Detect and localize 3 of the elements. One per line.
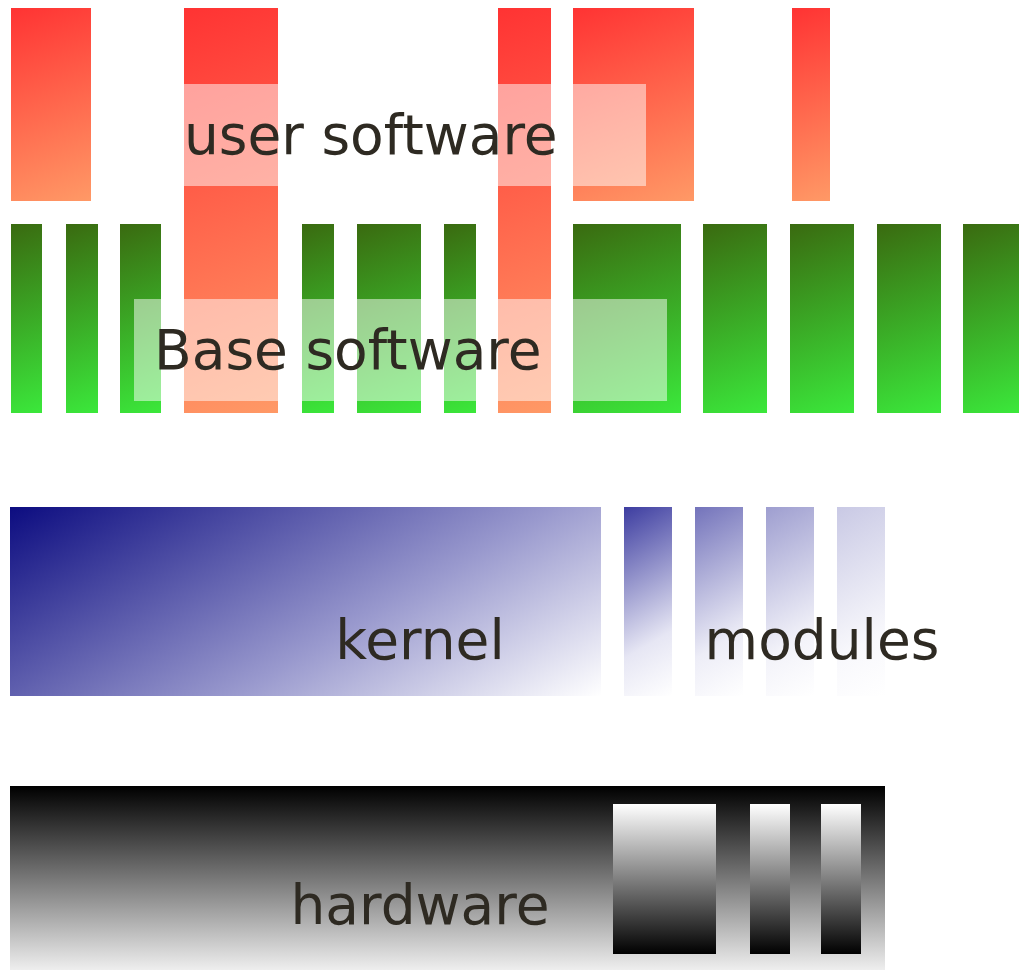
- layer-label: modules: [672, 600, 972, 680]
- layer-label: hardware: [250, 865, 590, 945]
- layer-label: kernel: [300, 600, 540, 680]
